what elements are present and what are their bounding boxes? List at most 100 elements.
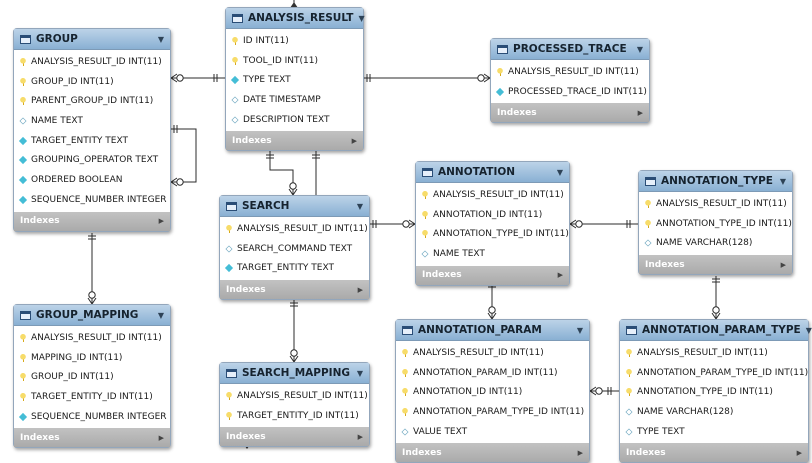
expand-arrow-icon[interactable]: ▶: [577, 448, 583, 457]
optional-marker: [595, 387, 603, 395]
column-row[interactable]: GROUP_ID INT(11): [14, 367, 170, 387]
column-row[interactable]: ANALYSIS_RESULT_ID INT(11): [416, 185, 569, 205]
column-row[interactable]: ANNOTATION_ID INT(11): [396, 382, 589, 402]
indexes-section[interactable]: Indexes▶: [491, 103, 649, 123]
expand-arrow-icon[interactable]: ▶: [357, 285, 363, 294]
column-row[interactable]: ANALYSIS_RESULT_ID INT(11): [396, 343, 589, 363]
expand-arrow-icon[interactable]: ▶: [557, 271, 563, 280]
table-title: PROCESSED_TRACE: [513, 43, 627, 55]
column-row[interactable]: ANALYSIS_RESULT_ID INT(11): [220, 219, 369, 239]
column-row[interactable]: TOOL_ID INT(11): [226, 51, 363, 71]
indexes-section[interactable]: Indexes▶: [220, 427, 369, 447]
indexes-section[interactable]: Indexes▶: [396, 443, 589, 463]
expand-arrow-icon[interactable]: ▶: [357, 432, 363, 441]
column-row[interactable]: NAME TEXT: [416, 244, 569, 264]
primary-key-icon: [421, 230, 429, 239]
column-row[interactable]: NAME VARCHAR(128): [639, 233, 792, 253]
table-search-mapping[interactable]: SEARCH_MAPPING▼ANALYSIS_RESULT_ID INT(11…: [219, 362, 370, 448]
expand-arrow-icon[interactable]: ▶: [351, 136, 357, 145]
indexes-section[interactable]: Indexes▶: [220, 280, 369, 300]
column-row[interactable]: SEARCH_COMMAND TEXT: [220, 239, 369, 259]
column-text: ANALYSIS_RESULT_ID INT(11): [508, 66, 639, 77]
table-header[interactable]: GROUP_MAPPING▼: [14, 305, 170, 326]
table-header[interactable]: PROCESSED_TRACE ▼: [491, 39, 649, 60]
column-row[interactable]: PROCESSED_TRACE_ID INT(11): [491, 82, 649, 102]
collapse-arrow-icon[interactable]: ▼: [356, 201, 363, 211]
column-row[interactable]: ANALYSIS_RESULT_ID INT(11): [491, 62, 649, 82]
column-row[interactable]: ANALYSIS_RESULT_ID INT(11): [220, 386, 369, 406]
column-row[interactable]: ANNOTATION_PARAM_TYPE_ID INT(11): [396, 402, 589, 422]
expand-arrow-icon[interactable]: ▶: [780, 260, 786, 269]
indexes-section[interactable]: Indexes▶: [620, 443, 808, 463]
table-analysis-result[interactable]: ANALYSIS_RESULT▼ID INT(11)TOOL_ID INT(11…: [225, 7, 365, 152]
table-search[interactable]: SEARCH▼ANALYSIS_RESULT_ID INT(11)SEARCH_…: [219, 195, 370, 301]
column-row[interactable]: ANALYSIS_RESULT_ID INT(11): [639, 194, 792, 214]
column-row[interactable]: NAME TEXT: [14, 111, 170, 131]
table-header[interactable]: GROUP▼: [14, 29, 170, 50]
column-text: ANNOTATION_ID INT(11): [413, 387, 523, 398]
column-row[interactable]: ORDERED BOOLEAN: [14, 170, 170, 190]
indexes-section[interactable]: Indexes▶: [14, 428, 170, 448]
expand-arrow-icon[interactable]: ▶: [637, 108, 643, 117]
column-row[interactable]: ANNOTATION_ID INT(11): [416, 205, 569, 225]
column-row[interactable]: ANNOTATION_PARAM_ID INT(11): [396, 363, 589, 383]
foreign-key-icon: [18, 156, 28, 165]
column-row[interactable]: NAME VARCHAR(128): [620, 402, 808, 422]
table-header[interactable]: ANNOTATION_PARAM▼: [396, 320, 589, 341]
column-row[interactable]: TARGET_ENTITY TEXT: [220, 258, 369, 278]
table-annotation-param-type[interactable]: ANNOTATION_PARAM_TYPE▼ANALYSIS_RESULT_ID…: [619, 319, 812, 463]
table-annotation-type[interactable]: ANNOTATION_TYPE▼ANALYSIS_RESULT_ID INT(1…: [638, 170, 793, 276]
expand-arrow-icon[interactable]: ▶: [158, 217, 164, 225]
expand-arrow-icon[interactable]: ▶: [158, 433, 164, 442]
collapse-arrow-icon[interactable]: ▼: [157, 34, 164, 44]
table-header[interactable]: ANALYSIS_RESULT▼: [226, 8, 365, 29]
table-header[interactable]: SEARCH▼: [220, 196, 369, 217]
table-header[interactable]: ANNOTATION_TYPE▼: [639, 171, 792, 192]
expand-arrow-icon[interactable]: ▶: [796, 448, 802, 457]
column-row[interactable]: TYPE TEXT: [620, 422, 808, 442]
column-row[interactable]: ANNOTATION_TYPE_ID INT(11): [416, 224, 569, 244]
column-row[interactable]: GROUP_ID INT(11): [14, 72, 170, 92]
column-row[interactable]: ID INT(11): [226, 31, 363, 51]
column-row[interactable]: ANNOTATION_PARAM_TYPE_ID INT(11): [620, 363, 808, 383]
column-row[interactable]: TYPE TEXT: [226, 70, 363, 90]
table-processed-trace[interactable]: PROCESSED_TRACE ▼ ANALYSIS_RESULT_ID INT(1…: [490, 38, 650, 124]
table-header[interactable]: SEARCH_MAPPING▼: [220, 363, 369, 384]
column-row[interactable]: GROUPING_OPERATOR TEXT: [14, 150, 170, 170]
column-row[interactable]: SEQUENCE_NUMBER INTEGER: [14, 407, 170, 427]
column-row[interactable]: ANALYSIS_RESULT_ID INT(11): [620, 343, 808, 363]
column-row[interactable]: ANNOTATION_TYPE_ID INT(11): [620, 382, 808, 402]
table-annotation-param[interactable]: ANNOTATION_PARAM▼ANALYSIS_RESULT_ID INT(…: [395, 319, 590, 463]
table-icon: [645, 176, 656, 186]
table-header[interactable]: ANNOTATION_PARAM_TYPE▼: [620, 320, 812, 341]
table-group[interactable]: GROUP▼ANALYSIS_RESULT_ID INT(11)GROUP_ID…: [13, 28, 171, 232]
column-row[interactable]: DESCRIPTION TEXT: [226, 110, 363, 130]
collapse-arrow-icon[interactable]: ▼: [576, 325, 583, 335]
column-row[interactable]: SEQUENCE_NUMBER INTEGER: [14, 190, 170, 210]
collapse-arrow-icon[interactable]: ▼: [358, 13, 365, 23]
column-row[interactable]: MAPPING_ID INT(11): [14, 348, 170, 368]
collapse-arrow-icon[interactable]: ▼: [636, 44, 643, 54]
collapse-arrow-icon[interactable]: ▼: [556, 167, 563, 177]
indexes-section[interactable]: Indexes▶: [639, 255, 792, 275]
collapse-arrow-icon[interactable]: ▼: [157, 310, 164, 320]
indexes-section[interactable]: Indexes▶: [226, 131, 363, 151]
table-annotation[interactable]: ANNOTATION▼ANALYSIS_RESULT_ID INT(11)ANN…: [415, 161, 570, 286]
column-text: ANNOTATION_TYPE_ID INT(11): [637, 387, 773, 398]
collapse-arrow-icon[interactable]: ▼: [356, 368, 363, 378]
indexes-section[interactable]: Indexes▶: [14, 211, 170, 231]
indexes-section[interactable]: Indexes▶: [416, 265, 569, 285]
column-row[interactable]: ANALYSIS_RESULT_ID INT(11): [14, 52, 170, 72]
column-row[interactable]: DATE TIMESTAMP: [226, 90, 363, 110]
column-row[interactable]: ANNOTATION_TYPE_ID INT(11): [639, 214, 792, 234]
column-row[interactable]: PARENT_GROUP_ID INT(11): [14, 91, 170, 111]
table-header[interactable]: ANNOTATION▼: [416, 162, 569, 183]
table-group-mapping[interactable]: GROUP_MAPPING▼ANALYSIS_RESULT_ID INT(11)…: [13, 304, 171, 449]
column-row[interactable]: TARGET_ENTITY TEXT: [14, 131, 170, 151]
column-row[interactable]: VALUE TEXT: [396, 422, 589, 442]
collapse-arrow-icon[interactable]: ▼: [779, 176, 786, 186]
column-row[interactable]: TARGET_ENTITY_ID INT(11): [14, 387, 170, 407]
column-row[interactable]: TARGET_ENTITY_ID INT(11): [220, 406, 369, 426]
collapse-arrow-icon[interactable]: ▼: [805, 325, 812, 335]
column-row[interactable]: ANALYSIS_RESULT_ID INT(11): [14, 328, 170, 348]
